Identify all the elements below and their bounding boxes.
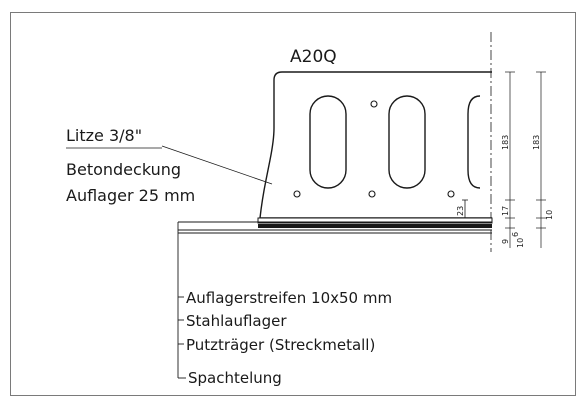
dim-6: 6 [511, 232, 520, 237]
label-betondeckung-1: Betondeckung [66, 160, 181, 179]
layer-3-label: Putzträger (Streckmetall) [186, 336, 375, 354]
label-betondeckung-2: Auflager 25 mm [66, 186, 195, 205]
strand-circle-mid [368, 190, 376, 198]
dim-23: 23 [456, 206, 465, 216]
dim-183-b: 183 [532, 135, 541, 150]
layer-2-label: Stahlauflager [186, 312, 287, 330]
dim-9: 9 [501, 239, 510, 244]
steel-support [258, 224, 492, 228]
void-1 [309, 95, 347, 189]
layer-1-label: Auflagerstreifen 10x50 mm [186, 289, 392, 307]
drawing-frame [10, 12, 576, 396]
slab-outline [259, 71, 492, 219]
strand-circle-right [447, 190, 455, 198]
dim-17: 17 [501, 206, 510, 216]
void-3-partial [467, 95, 481, 189]
dim-183-a: 183 [501, 135, 510, 150]
dim-10-a: 10 [516, 238, 525, 248]
void-2 [388, 95, 426, 189]
leader-litze [161, 145, 273, 185]
strand-circle-top [370, 100, 378, 108]
label-litze: Litze 3/8" [66, 126, 142, 145]
slab-title: A20Q [290, 47, 337, 67]
strand-circle-left [293, 190, 301, 198]
bearing-strip [257, 217, 493, 224]
layer-4-label: Spachtelung [188, 369, 282, 387]
dim-10-b: 10 [545, 210, 554, 220]
